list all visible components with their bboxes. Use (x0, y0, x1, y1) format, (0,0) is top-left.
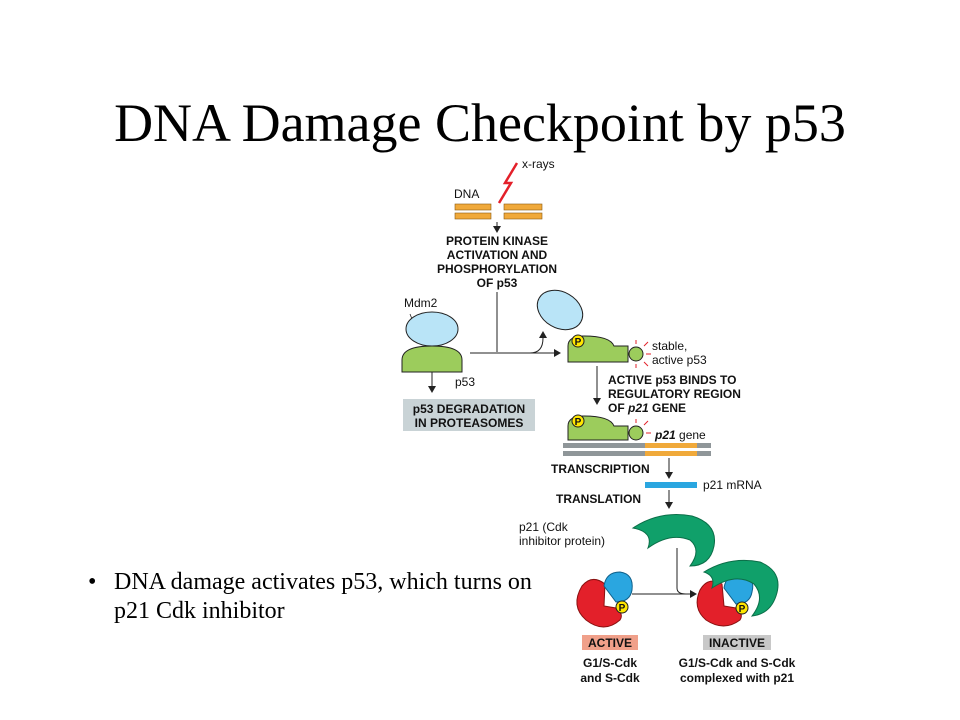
degradation-label-line2: IN PROTEASOMES (415, 416, 524, 430)
p21-protein-icon (631, 514, 716, 567)
stable-label-line1: stable, (652, 339, 687, 353)
p21-mrna-icon (645, 482, 697, 488)
kinase-label-line3: PHOSPHORYLATION (437, 262, 557, 276)
dna-label: DNA (454, 187, 479, 201)
mdm2-label: Mdm2 (404, 296, 438, 310)
active-cdk-complex-icon: P (576, 571, 633, 628)
kinase-label-line4: OF p53 (477, 276, 518, 290)
inactive-tag (703, 635, 771, 650)
inactive-desc-line2: complexed with p21 (680, 671, 794, 685)
p21-gene-dna-icon (563, 443, 711, 456)
p21-protein-label-line2: inhibitor protein) (519, 534, 605, 548)
active-desc-line2: and S-Cdk (580, 671, 640, 685)
p21-protein-label-line1: p21 (Cdk (519, 520, 569, 534)
degradation-box (403, 399, 535, 431)
damaged-dna-icon (454, 203, 543, 220)
active-desc-line1: G1/S-Cdk (583, 656, 637, 670)
kinase-label-line2: ACTIVATION AND (447, 248, 548, 262)
released-mdm2-icon (536, 289, 584, 331)
bullet-text: DNA damage activates p53, which turns on… (114, 569, 532, 624)
binds-label-of: OF (608, 401, 628, 415)
phosphate-icon (571, 334, 585, 348)
bullet-point: • DNA damage activates p53, which turns … (88, 568, 548, 626)
mdm2-protein-icon (405, 311, 459, 347)
inactive-cdk-complex-icon: P (696, 559, 779, 627)
degradation-label-line1: p53 DEGRADATION (413, 402, 525, 416)
x-ray-bolt-icon (497, 162, 519, 204)
p53-protein-icon (401, 345, 463, 373)
phosphate-label: P (575, 337, 582, 348)
kinase-label-line1: PROTEIN KINASE (446, 234, 548, 248)
p53-label: p53 (455, 375, 475, 389)
translation-label: TRANSLATION (556, 492, 641, 506)
binds-label-gene: GENE (649, 401, 686, 415)
active-tag (582, 635, 638, 650)
inactive-desc-line1: G1/S-Cdk and S-Cdk (679, 656, 796, 670)
inactive-phosphate-label: P (739, 604, 746, 615)
active-site-burst-icon (635, 340, 651, 368)
svg-text:OF p21 GENE: OF p21 GENE (608, 401, 686, 415)
arrow-mdm2-release (529, 331, 547, 354)
p21-gene-label: gene (676, 428, 706, 442)
transcription-label: TRANSCRIPTION (551, 462, 650, 476)
x-rays-label: x-rays (522, 157, 555, 171)
bullet-dot-icon: • (88, 569, 97, 595)
p21-mrna-label: p21 mRNA (703, 478, 762, 492)
bound-phosphate-label: P (575, 417, 582, 428)
inactive-tag-label: INACTIVE (709, 636, 765, 650)
arrow-to-inactive (676, 548, 697, 598)
binds-label-line2: REGULATORY REGION (608, 387, 741, 401)
stable-label-line2: active p53 (652, 353, 707, 367)
binds-label-line1: ACTIVE p53 BINDS TO (608, 373, 736, 387)
active-tag-label: ACTIVE (588, 636, 632, 650)
svg-text:p21 gene: p21 gene (654, 428, 706, 442)
p21-gene-label-italic: p21 (654, 428, 676, 442)
bound-phosphate-icon (571, 414, 585, 428)
binds-label-p21: p21 (627, 401, 649, 415)
active-phosphate-label: P (619, 603, 626, 614)
slide-title: DNA Damage Checkpoint by p53 (114, 93, 846, 153)
